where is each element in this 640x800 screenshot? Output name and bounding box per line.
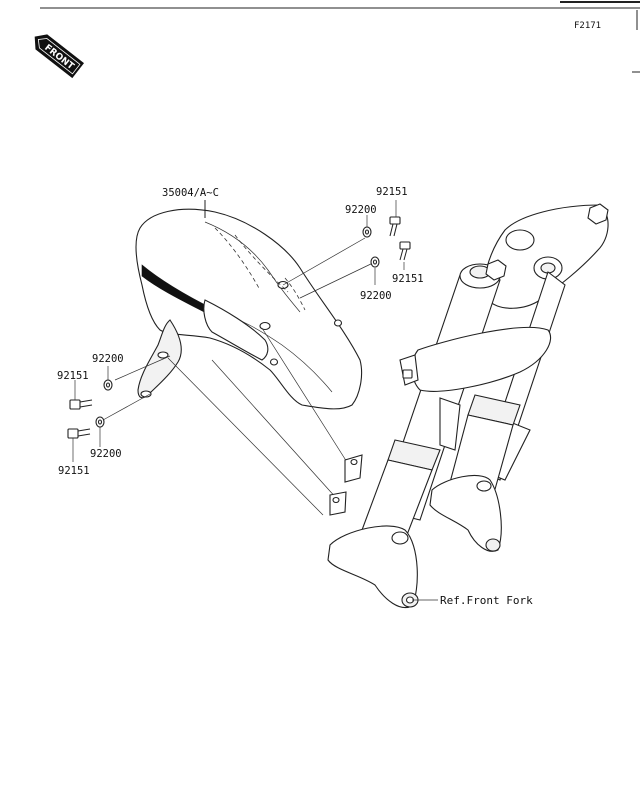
callout-bolt-left-1: 92151: [57, 370, 89, 382]
front-fork: [327, 203, 609, 608]
callout-bolt-top-1: 92151: [376, 186, 408, 198]
callout-bolt-left-2: 92151: [58, 465, 90, 477]
callout-washer-top-2: 92200: [360, 290, 392, 302]
callout-washer-top-1: 92200: [345, 204, 377, 216]
page-frame: [40, 1, 640, 73]
leader-lines: [102, 200, 376, 516]
callout-washer-left-2: 92200: [90, 448, 122, 460]
washer-92200-left-1: [103, 379, 113, 391]
front-direction-icon: FRONT: [34, 34, 85, 79]
callout-fender: 35004/A~C: [162, 187, 219, 199]
callout-bolt-top-2: 92151: [392, 273, 424, 285]
callout-washer-left-1: 92200: [92, 353, 124, 365]
bolt-92151-top-1: [389, 216, 401, 237]
front-fender: [135, 208, 363, 410]
bolt-92151-left-2: [67, 428, 91, 439]
bolt-92151-left-1: [69, 399, 93, 410]
bolt-92151-top-2: [399, 241, 411, 261]
washer-92200-top-2: [370, 256, 380, 268]
washer-92200-top-1: [362, 226, 372, 238]
washer-92200-left-2: [95, 416, 105, 428]
figure-id: F2171: [574, 21, 601, 31]
callout-front-fork-ref: Ref.Front Fork: [440, 594, 533, 607]
